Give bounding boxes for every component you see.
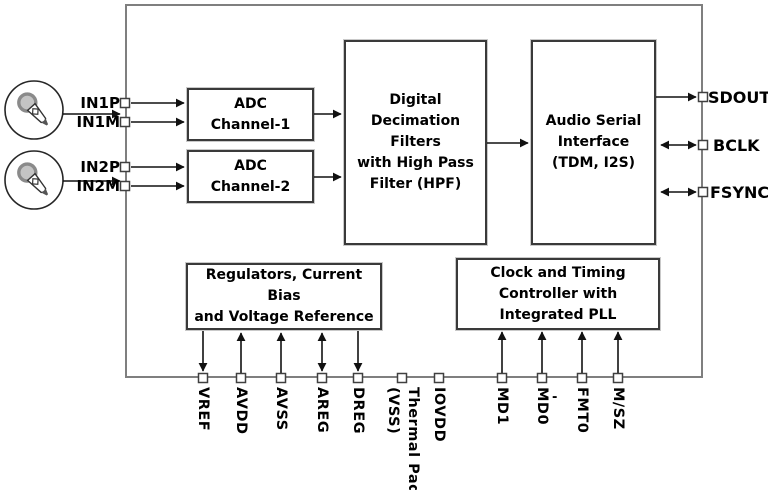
pin-label-iovdd: IOVDD [431,387,447,443]
pin-square-bclk [697,139,709,151]
pin-label-in2m: IN2M [76,177,121,195]
pin-square-in2p [119,161,131,173]
pin-label-sdout: SDOUT [708,88,768,107]
pin-label-thermal-pad-line1: Thermal Pad [405,387,421,490]
pin-square-md0 [536,372,548,384]
pin-label-thermal-pad-line2: (VSS) [385,387,401,435]
block-regulators: Regulators, Current Bias and Voltage Ref… [186,263,382,330]
pin-square-thermal-pad [396,372,408,384]
pin-square-in1p [119,97,131,109]
block-decimation-filters: Digital Decimation Filters with High Pas… [344,40,487,245]
block-adc-channel-1: ADC Channel-1 [187,88,314,141]
pin-label-md0: MD0 [534,387,550,426]
pin-square-dreg [352,372,364,384]
pin-label-areg: AREG [314,387,330,434]
pin-label-avss: AVSS [273,387,289,431]
block-audio-serial-interface: Audio Serial Interface (TDM, I2S) [531,40,656,245]
pin-label-thermal-pad: Thermal Pad (VSS) [383,387,423,490]
dash-separator: - [552,390,558,405]
pin-label-in2p: IN2P [80,158,120,176]
pin-square-msz [612,372,624,384]
pin-label-dreg: DREG [350,387,366,435]
pin-square-areg [316,372,328,384]
pin-label-fsync: FSYNC [710,183,768,202]
pin-square-avss [275,372,287,384]
pin-label-fmt0: FMT0 [574,387,590,434]
pin-square-md1 [496,372,508,384]
pin-square-iovdd [433,372,445,384]
pin-label-md1: MD1 [494,387,510,426]
pin-square-in1m [119,116,131,128]
pin-label-in1m: IN1M [76,113,121,131]
block-adc-channel-2: ADC Channel-2 [187,150,314,203]
block-clock-controller: Clock and Timing Controller with Integra… [456,258,660,330]
pin-label-avdd: AVDD [233,387,249,435]
pin-square-vref [197,372,209,384]
pin-square-fsync [697,186,709,198]
pin-square-in2m [119,180,131,192]
pin-label-vref: VREF [195,387,211,432]
pin-label-msz: M/SZ [610,387,626,430]
pin-label-bclk: BCLK [713,136,760,155]
pin-square-avdd [235,372,247,384]
pin-square-sdout [697,91,709,103]
pin-square-fmt0 [576,372,588,384]
pin-label-in1p: IN1P [80,94,120,112]
microphone-icon [4,150,64,210]
microphone-icon [4,80,64,140]
